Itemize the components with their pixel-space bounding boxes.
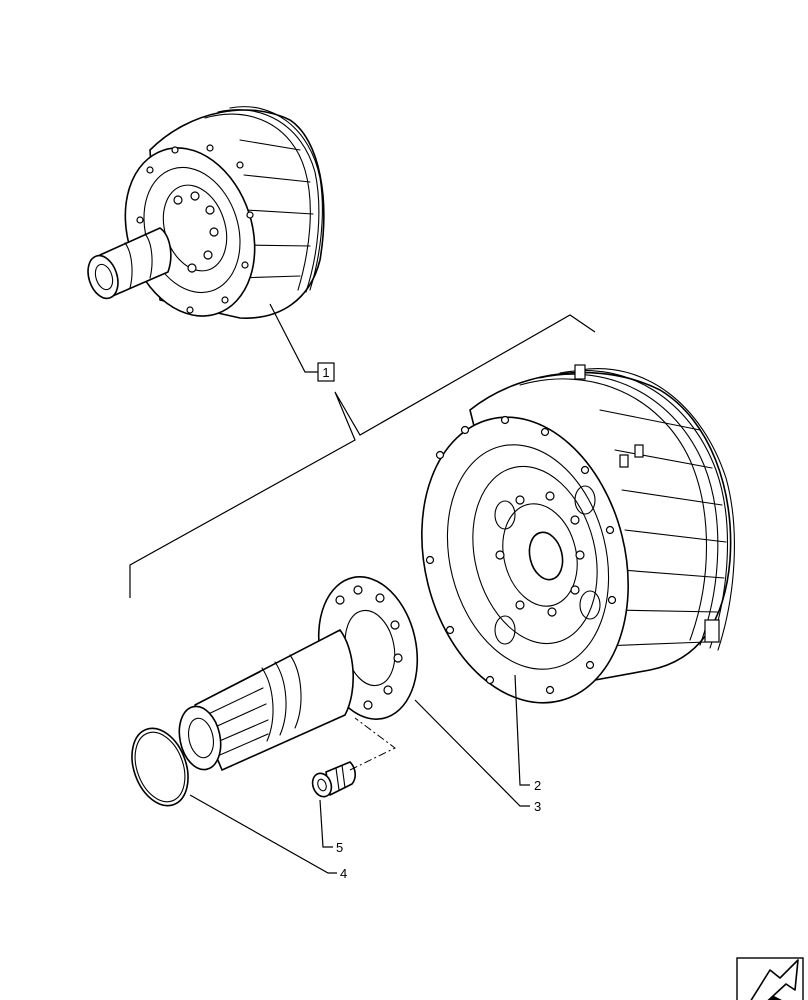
callout-1: 1 — [322, 365, 329, 380]
clutch-pack-drawing — [421, 364, 735, 704]
callout-4: 4 — [340, 866, 347, 881]
bolt-alignment-line — [349, 717, 396, 771]
leader-line-5 — [319, 799, 333, 848]
callout-2: 2 — [534, 778, 541, 793]
leader-line-2 — [514, 674, 530, 786]
hub-shaft-drawing — [178, 576, 419, 771]
o-ring-drawing — [131, 727, 189, 807]
leader-line-1 — [269, 303, 318, 373]
bolt-drawing — [311, 761, 356, 798]
explode-bracket — [129, 314, 596, 598]
leader-line-4 — [189, 794, 337, 874]
next-page-arrow-icon[interactable] — [736, 957, 804, 1000]
callout-3: 3 — [534, 799, 541, 814]
callout-5: 5 — [336, 840, 343, 855]
callout-1-box — [317, 362, 335, 382]
leader-line-3 — [414, 699, 530, 807]
assembled-unit-drawing — [87, 106, 325, 319]
